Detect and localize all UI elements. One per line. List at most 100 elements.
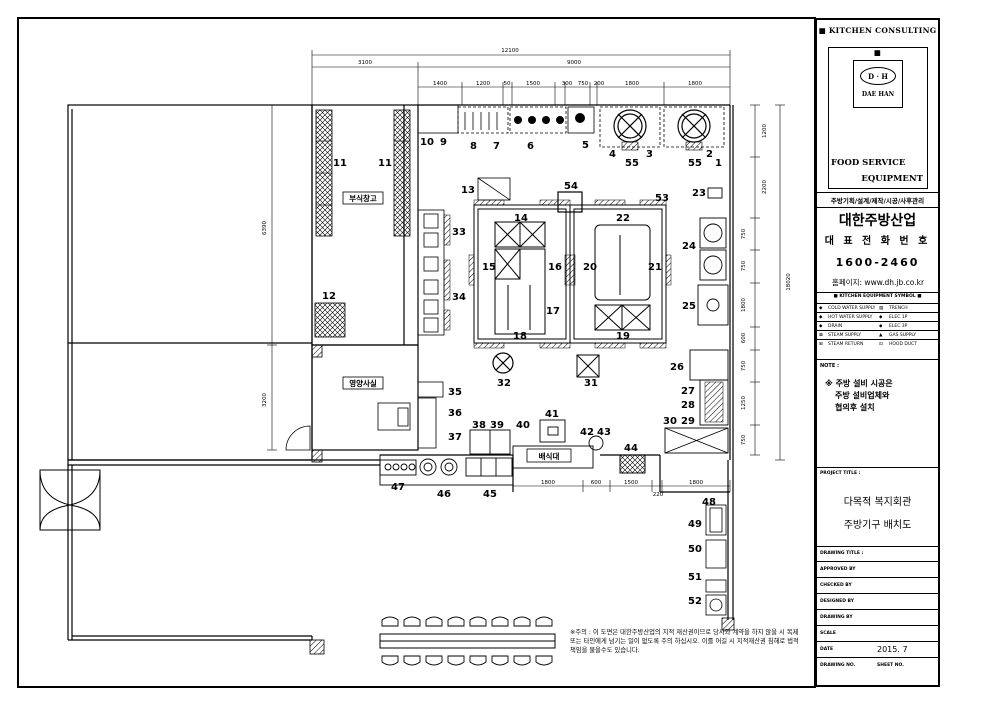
dim-bottom-1: 600 xyxy=(591,480,602,486)
row-drawing-no-label: DRAWING NO. xyxy=(820,663,856,668)
equip-num: 11 xyxy=(378,158,392,169)
project-title-2: 주방기구 배치도 xyxy=(843,520,912,531)
equip-num: 16 xyxy=(548,262,562,273)
symbol-label: HOOD DUCT xyxy=(889,342,918,347)
equip-num: 42 xyxy=(580,427,594,438)
equip-num: 14 xyxy=(514,213,528,224)
dim-right-8: 750 xyxy=(741,434,747,445)
equipment-31 xyxy=(576,354,600,378)
equipment-12 xyxy=(314,302,346,338)
project-title-label: PROJECT TITLE : xyxy=(820,471,861,476)
equip-num: 4 xyxy=(609,149,616,160)
dim-right-4: 1800 xyxy=(741,298,747,312)
dim-bottom-3: 220 xyxy=(653,492,664,498)
symbol-icon: ◆ xyxy=(819,324,823,329)
dim-right-6: 750 xyxy=(741,360,747,371)
logo-initials: D · H xyxy=(860,67,896,85)
columns xyxy=(309,344,735,655)
room-nutrition-label: 영양사실 xyxy=(349,378,377,388)
equip-num: 36 xyxy=(448,408,462,419)
sheet-border xyxy=(17,17,816,688)
equip-num: 21 xyxy=(648,262,662,273)
dim-left: 6390 xyxy=(262,221,268,235)
room-serving-label: 배식대 xyxy=(539,451,560,461)
dim-right-5: 600 xyxy=(741,332,747,343)
equip-num: 29 xyxy=(681,416,695,427)
equip-num: 39 xyxy=(490,420,504,431)
symbol-icon: ▨ xyxy=(879,306,884,311)
equip-num: 46 xyxy=(437,489,451,500)
symbol-label: DRAIN xyxy=(828,324,843,329)
rep-phone-label: 대 표 전 화 번 호 xyxy=(824,236,931,247)
equip-num: 31 xyxy=(584,378,598,389)
dim-left-top: 3100 xyxy=(358,60,372,66)
nutrition-room-equipment xyxy=(377,381,444,449)
equip-num: 43 xyxy=(597,427,611,438)
equip-num: 12 xyxy=(322,291,336,302)
right-wall-equipment xyxy=(664,187,729,454)
dim-seg-5: 750 xyxy=(578,81,589,87)
symbol-legend: ■ KITCHEN EQUIPMENT SYMBOL ■ ◆ COLD WATE… xyxy=(817,292,938,360)
equip-num: 20 xyxy=(583,262,597,273)
dim-right-top: 9000 xyxy=(567,60,581,66)
room-storage-label: 부식창고 xyxy=(349,193,377,203)
equip-num: 55 xyxy=(688,158,702,169)
dim-overall: 12100 xyxy=(501,48,519,54)
equip-num: 35 xyxy=(448,387,462,398)
steam-kettles xyxy=(613,109,711,143)
equip-num: 45 xyxy=(483,489,497,500)
dim-seg-3: 1500 xyxy=(526,81,540,87)
symbol-label: ELEC 3P xyxy=(889,324,908,329)
equip-num: 51 xyxy=(688,572,702,583)
equip-num: 33 xyxy=(452,227,466,238)
equip-num: 44 xyxy=(624,443,638,454)
dim-bottom-2: 1500 xyxy=(624,480,638,486)
equip-num: 30 xyxy=(663,416,677,427)
row-date: DATE 2015. 7 xyxy=(817,641,938,657)
copyright-notice: ※주의 : 이 도면은 대한주방산업의 지적 재산권이므로 당사와 계약을 하지… xyxy=(570,629,799,654)
equip-num: 15 xyxy=(482,262,496,273)
company-logo: D · H DAE HAN FOOD SERVICE EQUIPMENT xyxy=(828,47,928,189)
door-swing xyxy=(285,425,311,451)
equip-num: 37 xyxy=(448,432,462,443)
equip-num: 47 xyxy=(391,482,405,493)
equip-num: 18 xyxy=(513,331,527,342)
symbol-icon: ◆ xyxy=(819,315,823,320)
dim-bottom-4: 1800 xyxy=(689,480,703,486)
symbol-legend-title: ■ KITCHEN EQUIPMENT SYMBOL ■ xyxy=(833,294,922,299)
symbol-icon: ◆ xyxy=(879,324,883,329)
symbol-label: ELEC 1P xyxy=(889,315,908,320)
company-name: 대한주방산업 xyxy=(838,213,917,229)
symbol-row: ⊞ STEAM RETURN ⊡ HOOD DUCT xyxy=(817,339,938,348)
symbol-label: STEAM RETURN xyxy=(828,342,864,347)
equip-num: 19 xyxy=(616,331,630,342)
bottom-dimensions xyxy=(512,480,731,492)
sheet-no: SHEET NO. xyxy=(877,663,904,668)
equip-num: 54 xyxy=(564,181,578,192)
dim-right-overall: 18020 xyxy=(786,273,792,291)
dining-tables xyxy=(379,633,556,649)
drawing-title-label: DRAWING TITLE : xyxy=(820,551,864,556)
equip-num: 26 xyxy=(670,362,684,373)
dim-seg-7: 1800 xyxy=(625,81,639,87)
top-dimensions xyxy=(311,50,731,105)
equip-num: 50 xyxy=(688,544,702,555)
dim-seg-6: 200 xyxy=(594,81,605,87)
equip-num: 9 xyxy=(440,137,447,148)
dim-right-2: 750 xyxy=(741,228,747,239)
equip-num: 53 xyxy=(655,193,669,204)
equip-num: 40 xyxy=(516,420,530,431)
food-service-text: FOOD SERVICE xyxy=(831,158,906,168)
dim-right-1: 2200 xyxy=(762,180,768,194)
equip-num: 24 xyxy=(682,241,696,252)
row-checked: CHECKED BY xyxy=(817,577,938,593)
equipment-13 xyxy=(477,177,511,201)
equip-num: 25 xyxy=(682,301,696,312)
symbol-icon: ⊠ xyxy=(819,333,823,338)
symbol-label: COLD WATER SUPPLY xyxy=(828,306,876,311)
logo-mark: D · H DAE HAN xyxy=(853,60,903,108)
equip-num: 49 xyxy=(688,519,702,530)
dim-seg-2: 50 xyxy=(504,81,511,87)
dim-right-3: 750 xyxy=(741,260,747,271)
